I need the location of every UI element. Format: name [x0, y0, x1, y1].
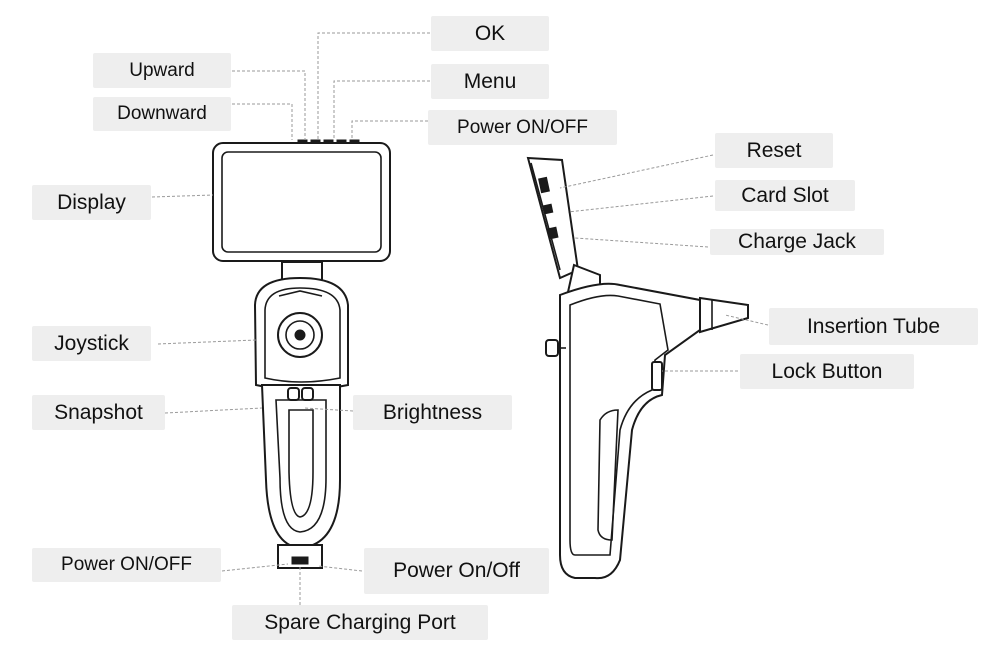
side-device	[526, 156, 749, 580]
label-power-bottom-left: Power ON/OFF	[32, 548, 221, 582]
label-joystick: Joystick	[32, 326, 151, 361]
display-screen	[221, 151, 382, 253]
label-downward: Downward	[93, 97, 231, 131]
label-spare-charging-port: Spare Charging Port	[232, 605, 488, 640]
joystick-control	[277, 312, 323, 358]
front-device	[212, 139, 391, 569]
label-snapshot: Snapshot	[32, 395, 165, 430]
label-card-slot: Card Slot	[715, 180, 855, 211]
label-insertion-tube: Insertion Tube	[769, 308, 978, 345]
label-menu: Menu	[431, 64, 549, 99]
leader-lines	[151, 32, 769, 605]
label-display: Display	[32, 185, 151, 220]
label-brightness: Brightness	[353, 395, 512, 430]
label-charge-jack: Charge Jack	[710, 229, 884, 255]
label-power-bottom-right: Power On/Off	[364, 548, 549, 594]
label-upward: Upward	[93, 53, 231, 88]
label-lock-button: Lock Button	[740, 354, 914, 389]
label-power-top: Power ON/OFF	[428, 110, 617, 145]
label-ok: OK	[431, 16, 549, 51]
display-frame	[212, 142, 391, 262]
label-reset: Reset	[715, 133, 833, 168]
